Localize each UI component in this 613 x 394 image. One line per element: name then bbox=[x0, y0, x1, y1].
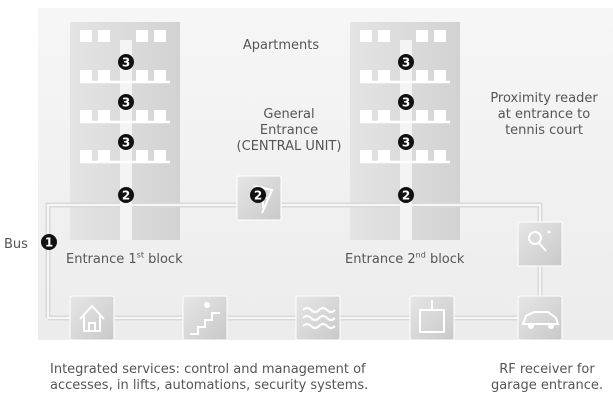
rf-receiver-line-1: RF receiver for bbox=[499, 362, 595, 377]
window bbox=[416, 110, 428, 122]
apartment-marker: 3 bbox=[398, 54, 414, 70]
window bbox=[416, 150, 428, 162]
apartment-marker: 3 bbox=[118, 94, 134, 110]
window bbox=[136, 70, 148, 82]
window bbox=[154, 150, 166, 162]
entrance-marker: 2 bbox=[398, 187, 414, 203]
general-entrance-label: General Entrance (CENTRAL UNIT) bbox=[230, 107, 348, 155]
heating-waves-icon bbox=[295, 295, 341, 341]
entrance-1-label: Entrance 1st block bbox=[66, 250, 183, 267]
window bbox=[98, 30, 110, 42]
window bbox=[154, 110, 166, 122]
window bbox=[80, 30, 92, 42]
rf-receiver-line-2: garage entrance. bbox=[490, 378, 604, 393]
rf-receiver-label: RF receiver for garage entrance. bbox=[483, 362, 611, 394]
apartment-marker-number: 3 bbox=[402, 56, 410, 70]
window bbox=[136, 30, 148, 42]
window bbox=[378, 30, 390, 42]
window bbox=[154, 70, 166, 82]
general-entrance-line-3: (CENTRAL UNIT) bbox=[236, 139, 342, 154]
apartment-marker-number: 3 bbox=[402, 136, 410, 150]
window bbox=[360, 30, 372, 42]
apartment-marker: 3 bbox=[118, 54, 134, 70]
window bbox=[98, 70, 110, 82]
window bbox=[378, 70, 390, 82]
proximity-reader-line-3: tennis court bbox=[505, 123, 583, 138]
house-icon bbox=[69, 295, 115, 341]
apartment-marker: 3 bbox=[118, 134, 134, 150]
window bbox=[378, 150, 390, 162]
window bbox=[434, 70, 446, 82]
window bbox=[136, 110, 148, 122]
window bbox=[80, 110, 92, 122]
window bbox=[416, 70, 428, 82]
proximity-reader-line-2: at entrance to bbox=[497, 107, 591, 122]
entrance-marker-number: 2 bbox=[122, 189, 130, 203]
window bbox=[416, 30, 428, 42]
window bbox=[434, 30, 446, 42]
general-entrance-line-2: Entrance bbox=[259, 123, 319, 138]
entrance-marker-number: 2 bbox=[402, 189, 410, 203]
window bbox=[80, 70, 92, 82]
services-line-1: Integrated services: control and managem… bbox=[50, 362, 366, 377]
apartment-marker-number: 3 bbox=[122, 136, 130, 150]
window bbox=[434, 150, 446, 162]
window bbox=[154, 30, 166, 42]
services-label: Integrated services: control and managem… bbox=[50, 362, 368, 394]
window bbox=[136, 150, 148, 162]
stairs-light-icon bbox=[182, 295, 228, 341]
key-reader-icon bbox=[517, 221, 563, 267]
background-panel bbox=[38, 8, 613, 340]
window bbox=[434, 110, 446, 122]
window bbox=[360, 150, 372, 162]
bus-marker: 1 bbox=[41, 234, 57, 250]
apartment-marker-number: 3 bbox=[122, 96, 130, 110]
apartment-marker-number: 3 bbox=[402, 96, 410, 110]
apartment-marker: 3 bbox=[398, 94, 414, 110]
floor-lines bbox=[80, 80, 450, 164]
window bbox=[360, 70, 372, 82]
entrance-marker: 2 bbox=[250, 187, 266, 203]
window bbox=[98, 150, 110, 162]
services-line-2: accesses, in lifts, automations, securit… bbox=[50, 378, 369, 393]
bus-label: Bus bbox=[4, 237, 28, 252]
apartment-marker-number: 3 bbox=[122, 56, 130, 70]
proximity-reader-line-1: Proximity reader bbox=[490, 91, 598, 106]
apartments-label: Apartments bbox=[242, 38, 320, 53]
entrance-2-label: Entrance 2nd block bbox=[345, 250, 465, 267]
apartment-marker: 3 bbox=[398, 134, 414, 150]
window bbox=[378, 110, 390, 122]
window bbox=[80, 150, 92, 162]
car-icon bbox=[517, 295, 563, 341]
window bbox=[360, 110, 372, 122]
proximity-reader-label: Proximity reader at entrance to tennis c… bbox=[484, 91, 604, 139]
general-entrance-line-1: General bbox=[263, 107, 315, 122]
lift-icon bbox=[409, 295, 455, 341]
bus-marker-number: 1 bbox=[45, 236, 53, 250]
window bbox=[98, 110, 110, 122]
entrance-marker-number: 2 bbox=[254, 189, 262, 203]
entrance-marker: 2 bbox=[118, 187, 134, 203]
